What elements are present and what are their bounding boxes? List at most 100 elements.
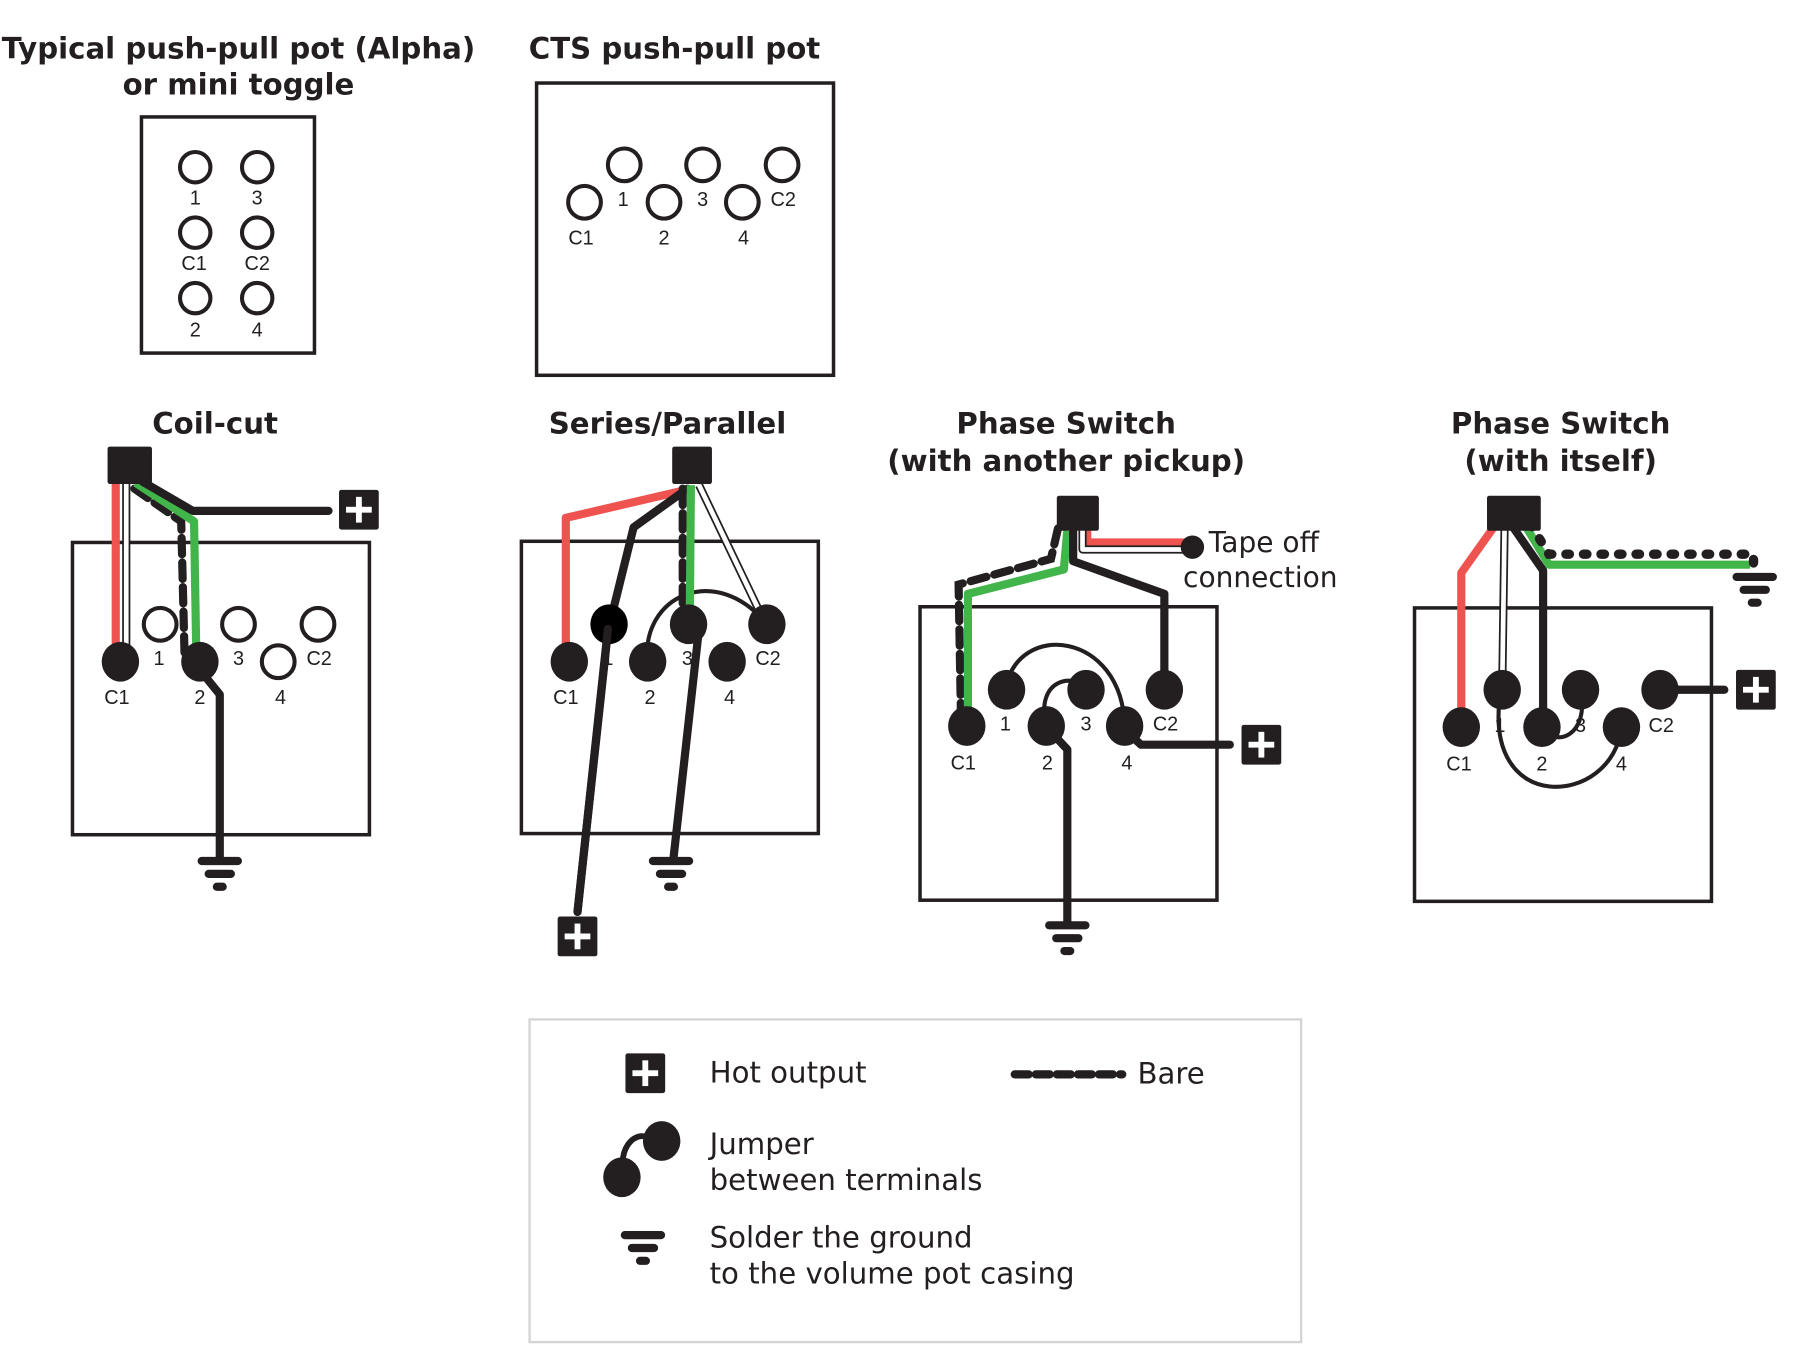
label-3: 3 <box>233 648 244 670</box>
terminal-4 <box>708 641 746 682</box>
hot-output-icon <box>1736 669 1776 710</box>
label-4: 4 <box>252 320 263 342</box>
label-c2: C2 <box>1648 715 1673 737</box>
terminal-c2 <box>299 605 337 643</box>
bare-wire <box>1525 519 1759 572</box>
cts-pot-outline <box>534 81 836 378</box>
legend-hot-output: Hot output <box>710 1056 867 1090</box>
phase-another-title-line1: Phase Switch <box>956 407 1175 441</box>
ground-icon <box>1045 921 1090 956</box>
label-c2: C2 <box>755 648 780 670</box>
black-wire <box>1069 527 1169 689</box>
legend-ground-line2: to the volume pot casing <box>710 1257 1075 1291</box>
ground-wire <box>1045 726 1072 928</box>
label-3: 3 <box>252 188 263 210</box>
label-1: 1 <box>1000 714 1011 736</box>
coil-cut-title: Coil-cut <box>152 407 278 441</box>
label-c1: C1 <box>104 687 129 709</box>
label-2: 2 <box>1536 753 1547 775</box>
terminal-c2 <box>748 604 786 645</box>
terminal-4 <box>239 280 275 316</box>
label-c2: C2 <box>771 189 796 211</box>
label-2: 2 <box>190 320 201 342</box>
label-3: 3 <box>1575 715 1586 737</box>
alpha-pot-outline <box>139 115 317 355</box>
phase-itself-title-line1: Phase Switch <box>1451 407 1670 441</box>
terminal-2 <box>181 641 219 682</box>
terminal-3 <box>684 146 722 184</box>
black-wire <box>138 477 333 515</box>
series-parallel-title: Series/Parallel <box>549 407 787 441</box>
terminal-3 <box>1067 669 1105 710</box>
terminal-c2 <box>239 215 275 250</box>
label-1: 1 <box>1494 715 1505 737</box>
terminal-4 <box>723 183 761 221</box>
legend-ground-line1: Solder the ground <box>710 1220 973 1254</box>
green-wire <box>685 485 695 626</box>
label-2: 2 <box>644 687 655 709</box>
terminal-1 <box>590 604 628 645</box>
ground-icon <box>1732 572 1777 607</box>
ground-wire <box>200 671 224 864</box>
green-wire <box>133 479 201 661</box>
red-wire <box>1457 526 1497 725</box>
panel-cts: CTS push-pull pot C1 1 2 3 4 C2 <box>529 31 836 378</box>
terminal-c1 <box>177 215 213 250</box>
terminal-c1 <box>566 183 603 221</box>
terminal-4 <box>1602 707 1641 748</box>
tape-off-note-line1: Tape off <box>1208 526 1320 559</box>
pickup-lead-block <box>1487 495 1541 531</box>
legend-jumper-line2: between terminals <box>710 1163 983 1197</box>
label-3: 3 <box>1081 714 1092 736</box>
terminal-c2 <box>1145 669 1184 710</box>
red-wire <box>1083 526 1191 547</box>
phase-another-title-line2: (with another pickup) <box>887 444 1245 478</box>
ground-wire <box>669 623 704 864</box>
hot-output-icon <box>557 916 598 957</box>
terminal-4 <box>259 643 297 681</box>
ground-icon <box>197 856 242 891</box>
pickup-lead-block <box>107 446 152 485</box>
label-1: 1 <box>602 648 613 670</box>
alpha-title-line1: Typical push-pull pot (Alpha) <box>2 31 476 65</box>
hot-output-icon <box>625 1053 666 1094</box>
terminal-c1 <box>1442 707 1480 748</box>
bare-wire <box>130 484 189 665</box>
label-4: 4 <box>738 227 749 249</box>
green-wire <box>1522 523 1751 569</box>
alpha-title-line2: or mini toggle <box>123 68 355 102</box>
label-c2: C2 <box>1153 714 1178 736</box>
panel-phase-itself: Phase Switch (with itself) C1 1 2 3 4 C2 <box>1412 407 1777 904</box>
terminal-2 <box>1523 707 1561 748</box>
label-2: 2 <box>658 227 669 249</box>
bare-wire <box>954 524 1063 720</box>
terminal-c1 <box>550 641 589 682</box>
panel-coil-cut: Coil-cut C1 1 2 3 4 C2 <box>70 407 379 891</box>
terminal-3 <box>220 605 257 643</box>
label-3: 3 <box>682 648 693 670</box>
label-2: 2 <box>1042 752 1053 774</box>
terminal-1 <box>177 149 213 185</box>
label-c1: C1 <box>553 687 578 709</box>
label-1: 1 <box>153 648 164 670</box>
terminal-c1 <box>101 641 140 682</box>
label-1: 1 <box>618 189 629 211</box>
label-4: 4 <box>724 687 735 709</box>
jumper-1-4 <box>1496 689 1624 789</box>
terminal-2 <box>628 641 667 682</box>
terminal-c2 <box>763 146 801 184</box>
label-c1: C1 <box>181 253 206 275</box>
terminal-3 <box>239 149 275 185</box>
terminal-1 <box>141 605 179 643</box>
label-4: 4 <box>275 687 286 709</box>
terminal-2 <box>177 280 213 316</box>
panel-series-parallel: Series/Parallel C1 1 2 3 4 C2 <box>519 407 821 957</box>
panel-alpha: Typical push-pull pot (Alpha) or mini to… <box>2 31 476 355</box>
series-parallel-pot-outline <box>519 539 821 836</box>
label-c2: C2 <box>306 648 331 670</box>
terminal-1 <box>987 669 1026 710</box>
terminal-c1 <box>948 706 986 746</box>
jumper-1-4 <box>1003 642 1127 727</box>
tape-off-note-line2: connection <box>1183 561 1338 594</box>
